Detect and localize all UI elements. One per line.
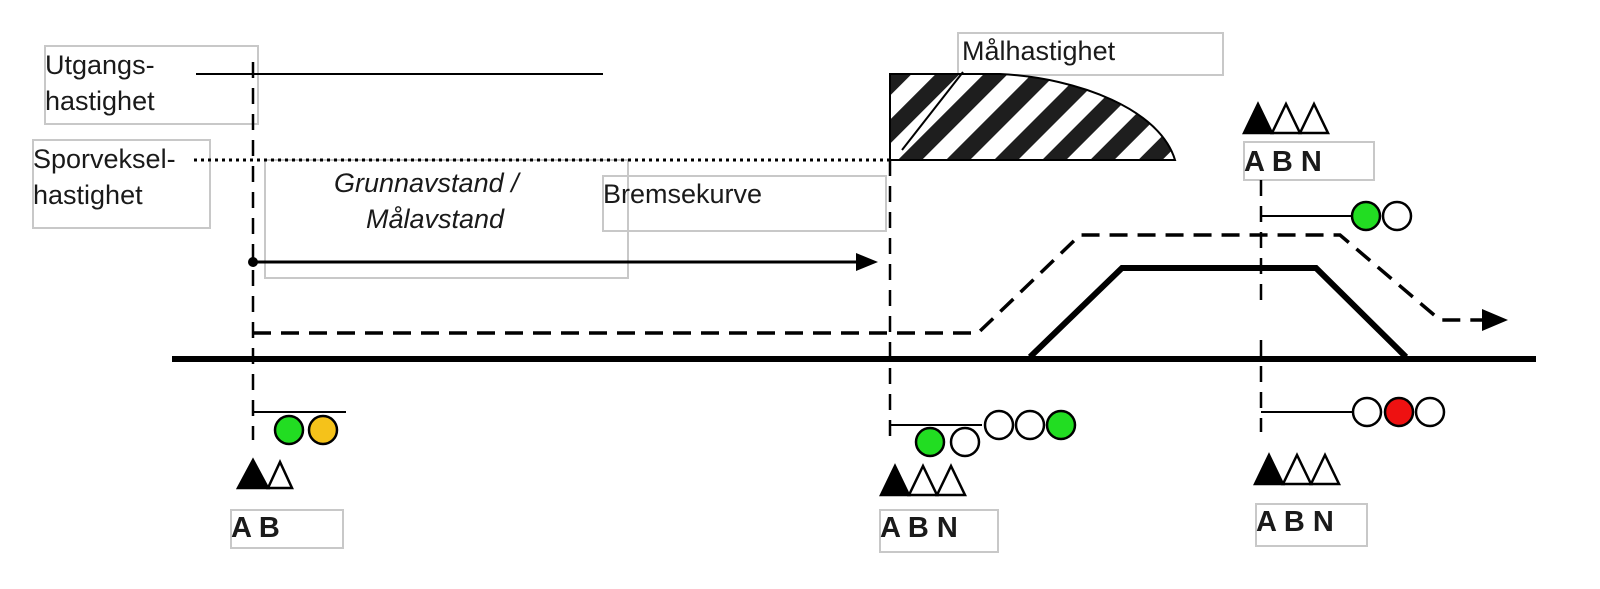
signal-bottom-right	[1261, 396, 1446, 428]
signal-top-right-lamp-2	[1381, 200, 1413, 232]
signal-top-right-code: A B N	[1244, 146, 1322, 178]
signal-middle-lamp-1	[914, 426, 946, 458]
signal-middle-lamp-2	[949, 426, 981, 458]
sporvekselhastighet-label-line2: hastighet	[33, 180, 143, 210]
switch-trapezoid	[1027, 265, 1409, 360]
signal-middle-extra-lamp-3	[1045, 409, 1077, 441]
signal-bottom-right-lamp-2	[1383, 396, 1415, 428]
signal-first-lamp-2	[307, 414, 339, 446]
speed-profile-dashed	[253, 233, 1508, 335]
grunnavstand-label-line2: Målavstand	[366, 204, 505, 234]
bremsekurve-label: Bremsekurve	[603, 179, 762, 209]
utgangshastighet-label-line2: hastighet	[45, 86, 155, 116]
signal-first	[253, 411, 346, 446]
label-boxes	[32, 32, 1375, 553]
signal-top-right-lamp-1	[1350, 200, 1382, 232]
signal-top-right	[1261, 200, 1413, 232]
grunnavstand-arrow	[248, 253, 878, 271]
triangle-triple-icon	[1242, 101, 1330, 135]
signal-bottom-right-lamp-3	[1414, 396, 1446, 428]
triangle-pair-icon	[235, 457, 294, 490]
triangle-triple-icon	[879, 463, 967, 497]
signal-first-code: A B	[231, 512, 280, 544]
signal-middle-extra-lamp-1	[983, 409, 1015, 441]
signal-middle-code: A B N	[880, 512, 958, 544]
grunnavstand-label-line1: Grunnavstand /	[334, 168, 521, 198]
signal-middle-extra-lamp-2	[1014, 409, 1046, 441]
signal-bottom-right-code: A B N	[1256, 506, 1334, 538]
signal-first-lamp-1	[273, 414, 305, 446]
signal-middle	[890, 409, 1077, 458]
sporvekselhastighet-label-line1: Sporveksel-	[33, 144, 176, 174]
utgangshastighet-label-line1: Utgangs-	[45, 50, 155, 80]
signal-bottom-right-lamp-1	[1351, 396, 1383, 428]
malhastighet-label: Målhastighet	[962, 36, 1116, 66]
malhastighet-pointer	[901, 71, 964, 151]
triangle-triple-icon	[1253, 452, 1341, 486]
malhastighet-hatched-area	[889, 73, 1177, 161]
